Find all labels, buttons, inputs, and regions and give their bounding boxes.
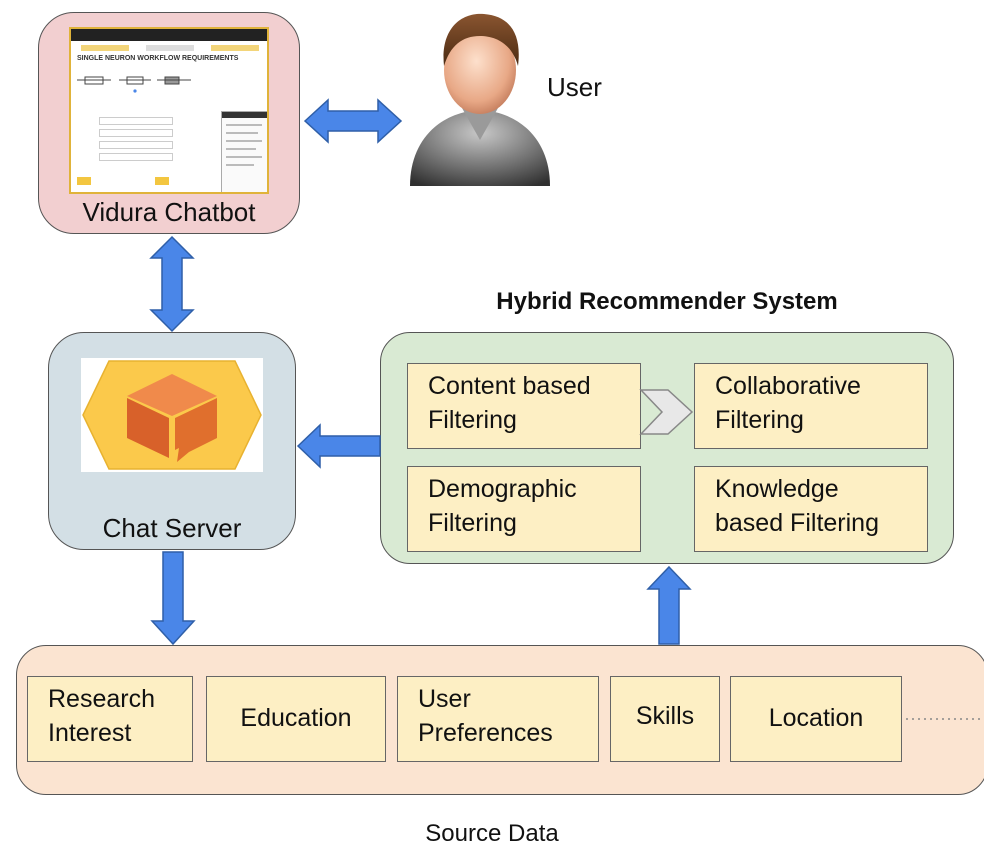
source-skills-label: Skills [635,702,695,731]
method-demographic-line-2: Filtering [428,508,517,537]
source-research-interest: Research Interest [27,676,193,762]
chatbot-label: Vidura Chatbot [82,197,256,227]
chat-server-logo-icon [82,360,262,470]
screenshot-tab-1 [81,45,129,51]
screenshot-field-1 [99,117,173,125]
screenshot-tab-2 [146,45,194,51]
source-skills: Skills [610,676,720,762]
source-to-hybrid-arrow [646,565,692,645]
screenshot-button-right [155,177,169,185]
chevron-right-icon [639,389,694,435]
screenshot-field-3 [99,141,173,149]
chatbot-user-arrow [303,98,403,144]
method-collaborative-line-2: Filtering [715,405,804,434]
source-research-line-2: Interest [48,718,132,747]
method-knowledge-line-2: based Filtering [715,508,879,537]
chat-server-panel: Chat Server [48,332,296,550]
source-data-label: Source Data [425,820,559,847]
source-preferences-line-2: Preferences [418,718,553,747]
screenshot-tab-3 [211,45,259,51]
source-location: Location [730,676,902,762]
user-avatar-icon [410,13,550,186]
screenshot-workflow [77,76,191,93]
hybrid-to-server-arrow [296,423,381,469]
screenshot-sidebar [221,111,267,192]
screenshot-field-4 [99,153,173,161]
hybrid-title: Hybrid Recommender System [496,288,838,315]
chatbot-screenshot: SINGLE NEURON WORKFLOW REQUIREMENTS [69,27,269,194]
source-education: Education [206,676,386,762]
source-location-label: Location [768,704,864,733]
method-content-line-1: Content based [428,372,591,400]
screenshot-heading: SINGLE NEURON WORKFLOW REQUIREMENTS [77,55,239,62]
method-demographic-line-1: Demographic [428,475,577,503]
method-knowledge-line-1: Knowledge [715,475,839,503]
method-knowledge-based: Knowledge based Filtering [694,466,928,552]
chatbot-server-arrow [149,235,195,333]
method-collaborative-line-1: Collaborative [715,372,861,400]
chat-server-label: Chat Server [102,513,242,543]
chatbot-panel: SINGLE NEURON WORKFLOW REQUIREMENTS Vidu… [38,12,300,234]
source-research-line-1: Research [48,685,155,713]
source-preferences-line-1: User [418,685,471,713]
screenshot-topbar [71,29,267,41]
method-demographic: Demographic Filtering [407,466,641,552]
method-content-line-2: Filtering [428,405,517,434]
method-collaborative: Collaborative Filtering [694,363,928,449]
screenshot-field-2 [99,129,173,137]
user-label: User [547,72,602,102]
server-to-source-arrow [150,551,196,646]
source-education-label: Education [240,704,352,733]
screenshot-button-left [77,177,91,185]
method-content-based: Content based Filtering [407,363,641,449]
source-user-preferences: User Preferences [397,676,599,762]
